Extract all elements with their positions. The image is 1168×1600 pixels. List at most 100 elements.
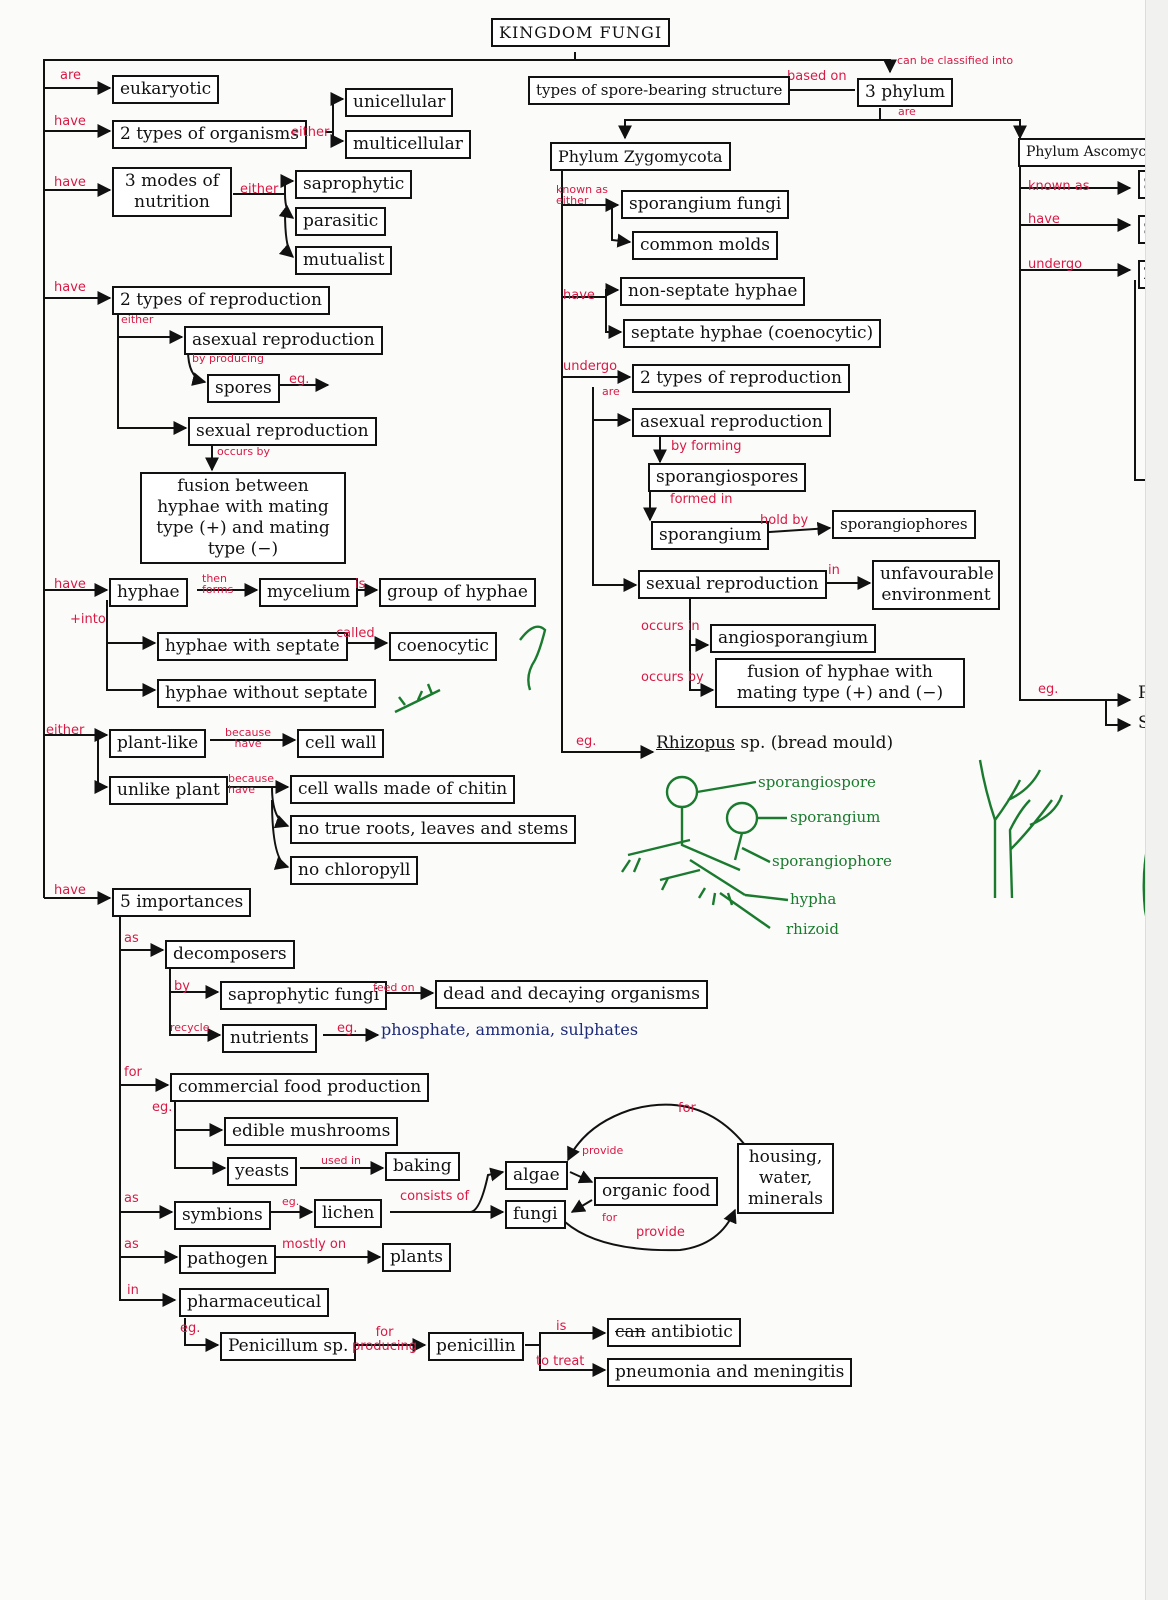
link-recycle: recycle — [170, 1021, 210, 1034]
link-are-zygo: are — [602, 385, 620, 398]
page-title: KINGDOM FUNGI — [491, 18, 671, 47]
node-plants: plants — [382, 1243, 451, 1272]
diagram-label-sporangiospore: sporangiospore — [758, 773, 876, 791]
link-as-pathogen: as — [124, 1237, 139, 1252]
link-in-pharmaceutical: in — [127, 1283, 139, 1298]
diagram-label-sporangiophore: sporangiophore — [772, 852, 892, 870]
node-hyphae-fusion: fusion between hyphae with mating type (… — [140, 472, 346, 564]
link-mostly-on: mostly on — [282, 1237, 347, 1252]
link-for-fungi: for — [602, 1211, 618, 1224]
link-have-importances: have — [54, 883, 86, 898]
link-eg-lichen: eg. — [282, 1195, 300, 1208]
node-multicellular: multicellular — [345, 130, 471, 159]
node-asexual-reproduction: asexual reproduction — [184, 326, 383, 355]
node-coenocytic: coenocytic — [389, 632, 497, 661]
node-phylum-zygomycota: Phylum Zygomycota — [550, 142, 731, 171]
node-antibiotic: can antibiotic — [607, 1318, 741, 1347]
link-provide-fungi: provide — [636, 1225, 685, 1240]
node-phylum-ascomycota: Phylum Ascomycota — [1018, 138, 1160, 167]
node-dead-organisms: dead and decaying organisms — [435, 980, 708, 1009]
link-occurs-by-zygo: occurs by — [641, 670, 704, 685]
text-nutrient-examples: phosphate, ammonia, sulphates — [381, 1020, 639, 1039]
node-pneumonia-meningitis: pneumonia and meningitis — [607, 1358, 853, 1387]
link-for-housing: for — [678, 1101, 696, 1116]
link-is: is — [355, 577, 366, 592]
link-because-have: because have — [224, 726, 271, 750]
node-yeasts: yeasts — [227, 1157, 298, 1186]
node-septate-hyphae-coenocytic: septate hyphae (coenocytic) — [623, 319, 882, 348]
node-nutrients: nutrients — [222, 1024, 317, 1053]
diagram-label-sporangium: sporangium — [790, 808, 881, 826]
link-formed-in: formed in — [670, 492, 733, 507]
node-reproduction-types: 2 types of reproduction — [112, 286, 330, 315]
node-pathogen: pathogen — [179, 1245, 276, 1274]
link-can-be-classified: can be classified into — [897, 54, 1014, 67]
node-5-importances: 5 importances — [112, 888, 252, 917]
node-parasitic: parasitic — [295, 207, 387, 236]
node-spore-structure: types of spore-bearing structure — [528, 76, 791, 105]
link-based-on: based on — [787, 69, 847, 84]
node-nutrition-modes: 3 modes of nutrition — [112, 167, 232, 217]
antibiotic-label: antibiotic — [651, 1322, 733, 1342]
link-have-organisms: have — [54, 114, 86, 129]
link-occurs-in: occurs in — [641, 619, 700, 634]
link-have-asco: have — [1028, 212, 1060, 227]
link-consists-of: consists of — [400, 1189, 470, 1204]
text-rhizopus: Rhizopus sp. (bread mould) — [656, 733, 893, 753]
link-have-nutrition: have — [54, 175, 86, 190]
link-eg-asco: eg. — [1038, 682, 1059, 697]
link-either-reproduction: either — [121, 313, 154, 326]
text-rhizopus-genus: Rhizopus — [656, 733, 735, 753]
node-decomposers: decomposers — [165, 940, 295, 969]
link-provide-algae: provide — [582, 1144, 624, 1157]
node-commercial-food: commercial food production — [170, 1073, 430, 1102]
node-unlike-plant: unlike plant — [109, 776, 228, 805]
link-by: by — [174, 979, 190, 994]
node-unfavourable-environment: unfavourable environment — [872, 560, 1000, 610]
link-have-reproduction: have — [54, 280, 86, 295]
link-eg-nutrients: eg. — [337, 1021, 358, 1036]
node-hyphae-without-septate: hyphae without septate — [157, 679, 376, 708]
node-mutualist: mutualist — [295, 246, 393, 275]
link-feed-on: feed on — [373, 981, 415, 994]
node-housing-water-minerals: housing, water, minerals — [737, 1143, 834, 1214]
link-in-environment: in — [828, 563, 840, 578]
link-eg-commercial: eg. — [152, 1100, 173, 1115]
node-sexual-reproduction: sexual reproduction — [188, 417, 377, 446]
link-have-hyphae-zygo: have — [563, 288, 595, 303]
node-group-of-hyphae: group of hyphae — [379, 578, 536, 607]
node-chitin-walls: cell walls made of chitin — [290, 775, 516, 804]
text-rhizopus-rest: sp. (bread mould) — [734, 733, 894, 753]
node-hyphae: hyphae — [109, 578, 188, 607]
node-edible-mushrooms: edible mushrooms — [224, 1117, 399, 1146]
link-eg-spores: eg. — [289, 372, 310, 387]
link-called: called — [336, 626, 375, 641]
link-is-antibiotic: is — [556, 1319, 567, 1334]
link-used-in: used in — [321, 1154, 361, 1167]
link-either-plant: either — [46, 723, 85, 738]
node-cell-wall: cell wall — [297, 729, 385, 758]
node-non-septate-hyphae: non-septate hyphae — [620, 277, 806, 306]
diagram-label-hypha: hypha — [790, 890, 837, 908]
node-sporangium: sporangium — [651, 521, 770, 550]
link-because-have-2: because have — [228, 772, 275, 796]
node-baking: baking — [385, 1152, 460, 1181]
link-then-forms: then forms — [202, 572, 234, 596]
link-either-organisms: either — [291, 125, 330, 140]
node-common-molds: common molds — [632, 231, 778, 260]
link-to-treat: to treat — [536, 1354, 585, 1369]
node-plant-like: plant-like — [109, 729, 207, 758]
node-pharmaceutical: pharmaceutical — [179, 1288, 330, 1317]
link-as-symbions: as — [124, 1191, 139, 1206]
node-eukaryotic: eukaryotic — [112, 75, 220, 104]
node-symbions: symbions — [174, 1201, 271, 1230]
link-into: +into — [70, 612, 106, 627]
link-undergo-asco: undergo — [1028, 257, 1083, 272]
link-by-producing: by producing — [192, 352, 264, 365]
link-either-nutrition: either — [240, 182, 279, 197]
link-are-phylum: are — [898, 105, 916, 118]
link-eg-pharmaceutical: eg. — [180, 1321, 201, 1336]
link-as-decomposers: as — [124, 931, 139, 946]
node-3-phylum: 3 phylum — [857, 78, 954, 107]
node-saprophytic-fungi: saprophytic fungi — [220, 981, 388, 1010]
